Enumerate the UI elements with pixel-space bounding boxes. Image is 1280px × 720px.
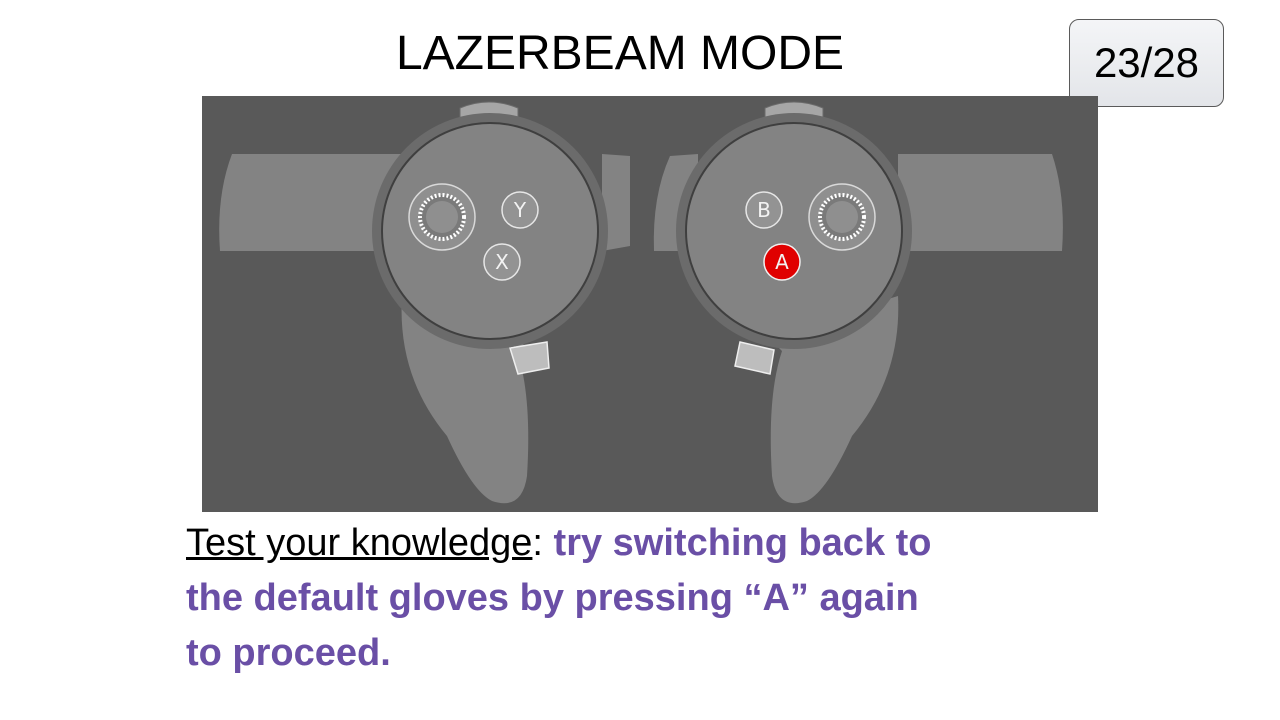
b-button: B bbox=[745, 191, 783, 229]
slide-title: LAZERBEAM MODE bbox=[395, 27, 845, 80]
instruction-line-2: the default gloves by pressing “A” again bbox=[186, 577, 919, 619]
instruction-line-1: try switching back to bbox=[542, 522, 932, 564]
page-counter: 23/28 bbox=[1069, 19, 1224, 107]
a-button-highlighted: A bbox=[763, 243, 801, 281]
controller-figure: Y X bbox=[202, 96, 1098, 512]
instruction-colon: : bbox=[532, 522, 543, 564]
right-grip-button bbox=[734, 341, 775, 375]
left-controller: Y X bbox=[219, 101, 630, 504]
instruction-lead: Test your knowledge bbox=[186, 522, 533, 564]
right-tracking-ring bbox=[898, 154, 1068, 251]
svg-text:X: X bbox=[495, 250, 509, 274]
left-tracking-ring bbox=[219, 154, 402, 251]
svg-text:A: A bbox=[775, 250, 789, 274]
instruction-line-3: to proceed. bbox=[186, 632, 391, 674]
instruction-text: Test your knowledge: try switching back … bbox=[186, 516, 1006, 681]
left-grip-button bbox=[509, 341, 550, 375]
y-button: Y bbox=[501, 191, 539, 229]
controllers-illustration: Y X bbox=[219, 101, 1068, 504]
x-button: X bbox=[483, 243, 521, 281]
svg-text:B: B bbox=[757, 198, 771, 222]
svg-text:Y: Y bbox=[513, 198, 527, 222]
right-controller: B A bbox=[653, 101, 1068, 504]
